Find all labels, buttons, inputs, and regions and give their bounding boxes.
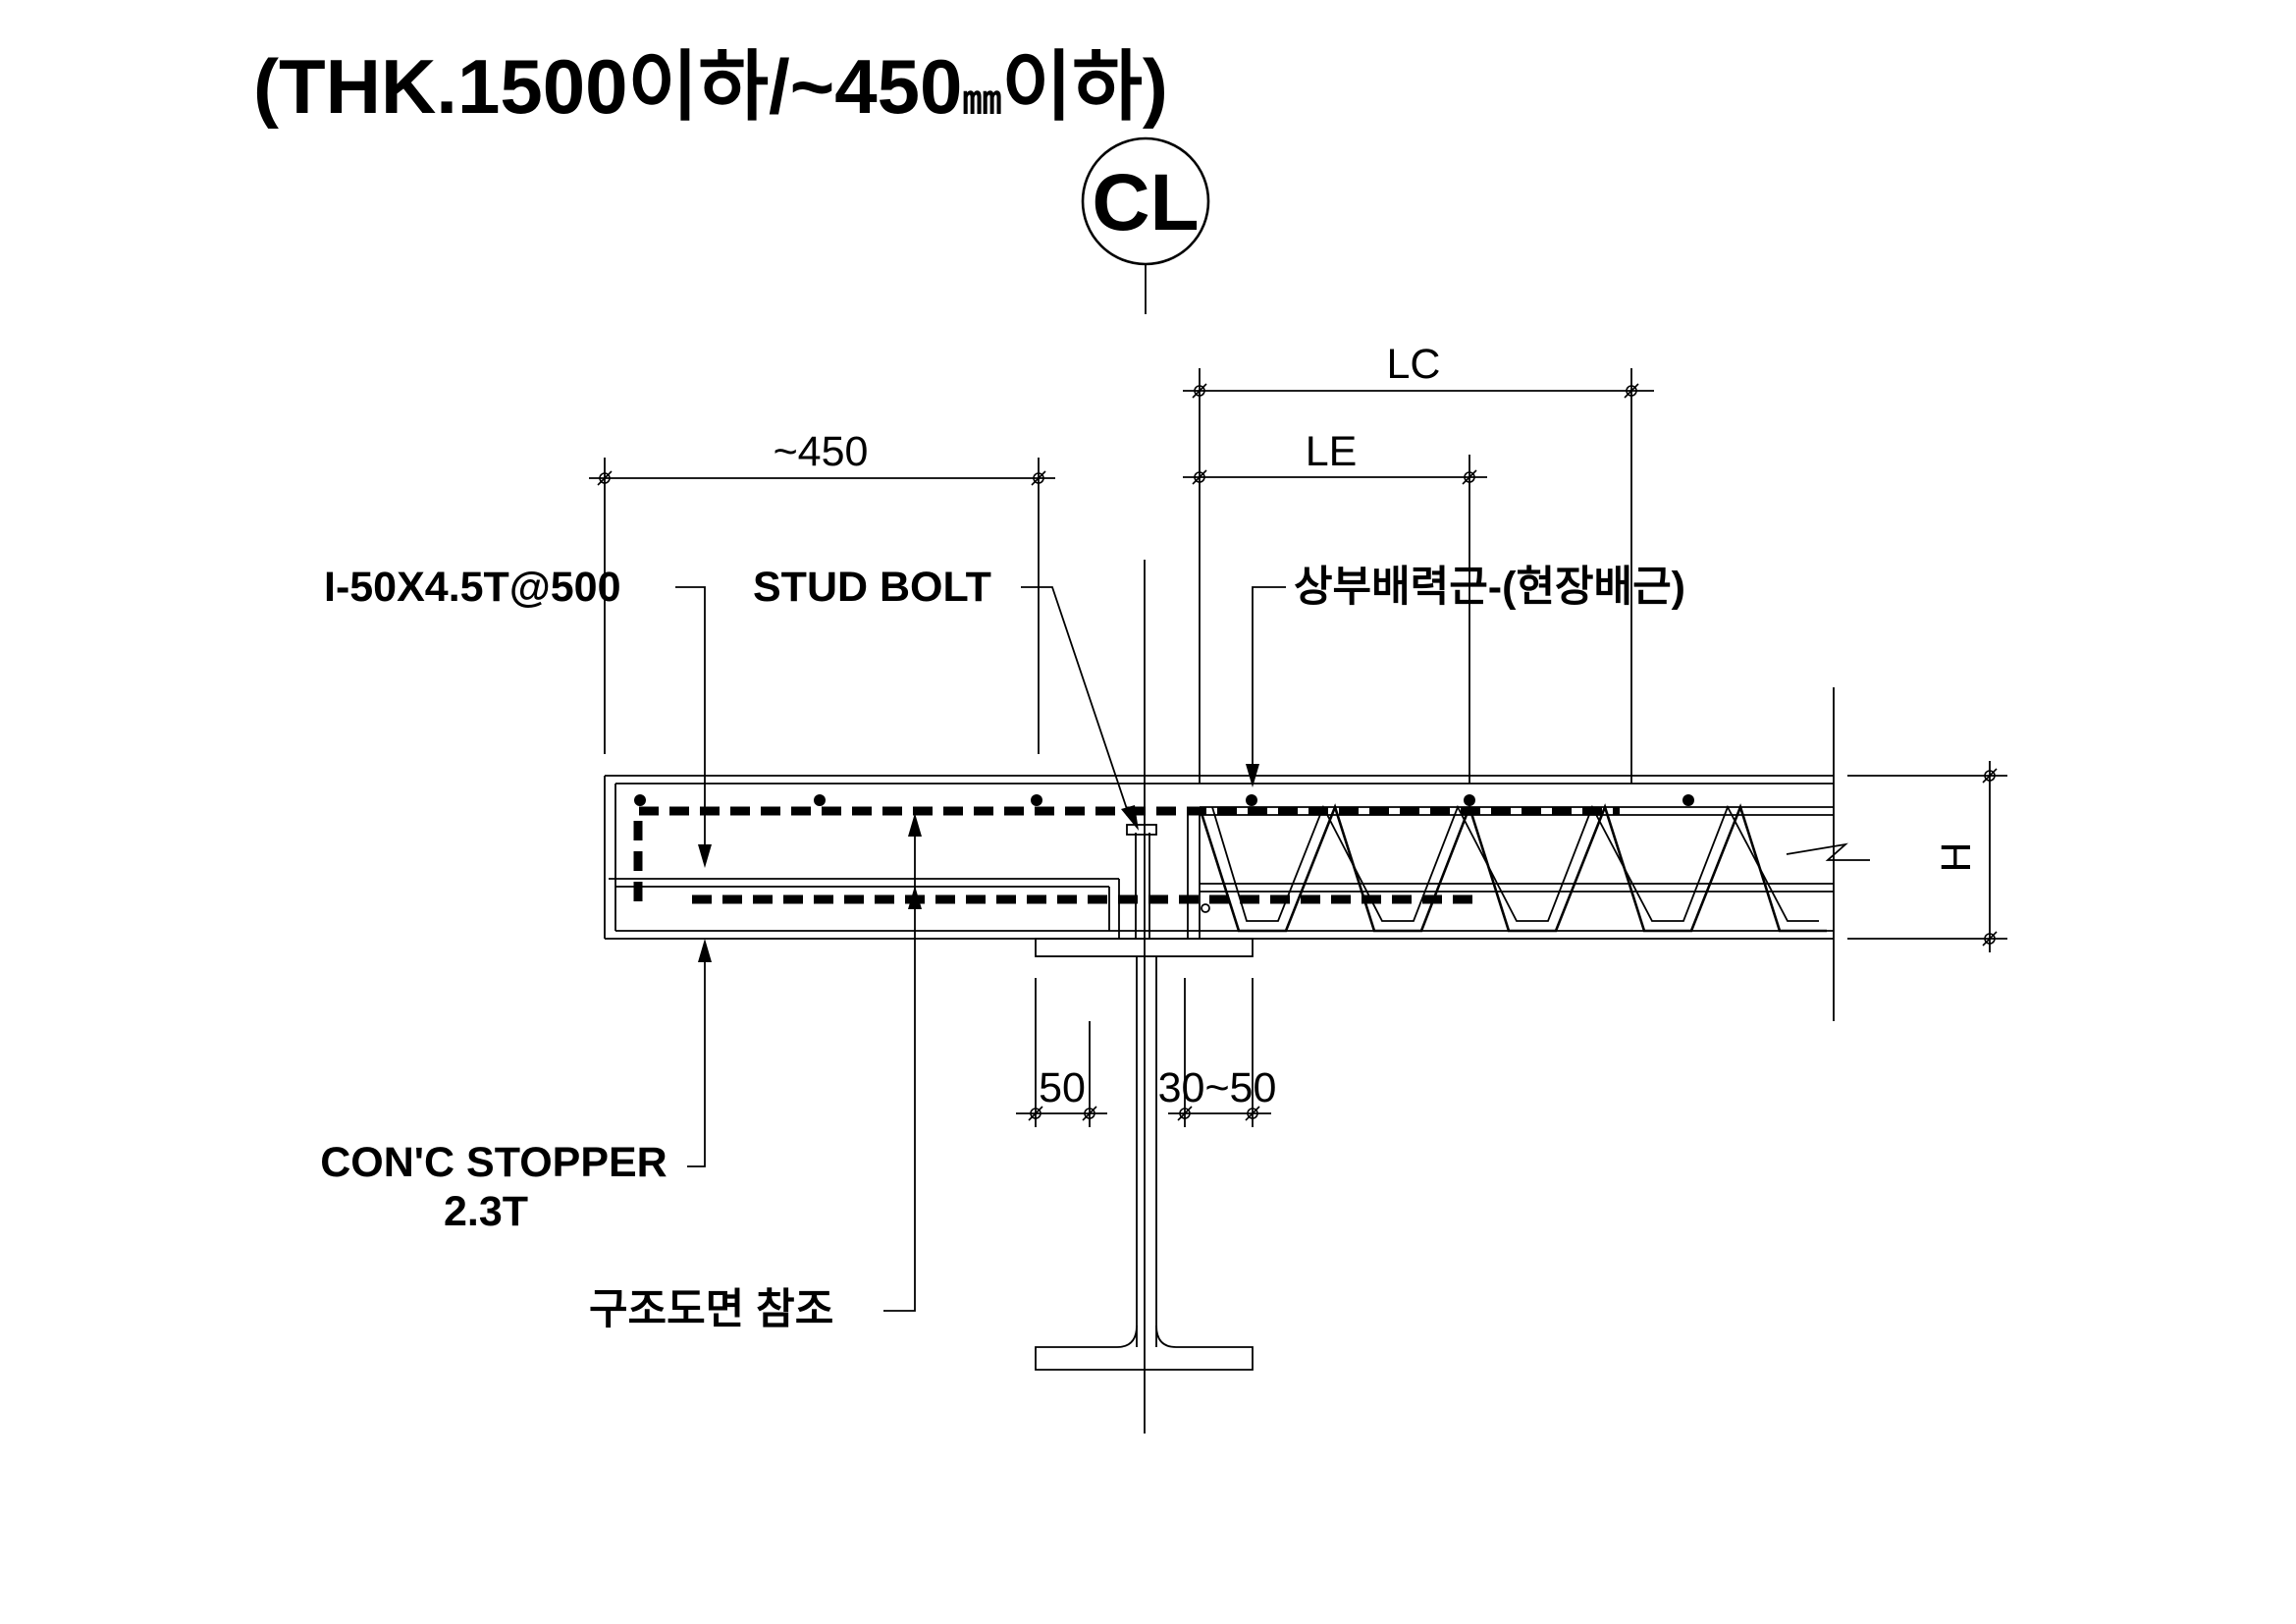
centerline-marker: CL bbox=[1081, 136, 1210, 314]
lc-dimension: LC bbox=[1387, 341, 1441, 388]
dimension-30-50: 30~50 bbox=[1158, 1064, 1277, 1111]
annotations: I-50X4.5T@500 STUD BOLT 상부배력근-(현장배근) CON… bbox=[320, 564, 1685, 1333]
stopper-label-line1: CON'C STOPPER bbox=[320, 1139, 667, 1186]
slab-section bbox=[604, 687, 1870, 1021]
dimension-50: 50 bbox=[1039, 1064, 1086, 1111]
h-dimension: H bbox=[1933, 841, 1980, 872]
structural-reference-label: 구조도면 참조 bbox=[589, 1286, 833, 1333]
stopper-label-line2: 2.3T bbox=[444, 1188, 528, 1235]
drawing-title: (THK.1500이하/~450㎜이하) bbox=[253, 43, 1168, 130]
title-unit: ㎜ bbox=[962, 79, 1001, 122]
truss-deck bbox=[1187, 803, 1834, 939]
dimension-lines: LC LE ~450 bbox=[589, 341, 1654, 784]
le-dimension: LE bbox=[1306, 428, 1358, 475]
height-dimension: H bbox=[1847, 761, 2007, 952]
bottom-dimensions: 50 30~50 bbox=[1016, 978, 1276, 1127]
title-suffix: 이하) bbox=[1001, 43, 1168, 130]
title-prefix: (THK.150 bbox=[253, 43, 585, 130]
steel-beam bbox=[1035, 560, 1254, 1434]
rebar-dots bbox=[634, 794, 1694, 806]
centerline-circle bbox=[1081, 136, 1210, 266]
centerline-symbol: CL bbox=[1092, 158, 1199, 247]
title-mid: 0이하/~450 bbox=[585, 43, 962, 130]
top-rebar-label: 상부배력근-(현장배근) bbox=[1294, 564, 1685, 611]
rebars bbox=[633, 794, 1694, 904]
span-dimension: ~450 bbox=[774, 428, 869, 475]
angle-label: I-50X4.5T@500 bbox=[324, 564, 621, 611]
stud-bolt-label: STUD BOLT bbox=[753, 564, 991, 611]
